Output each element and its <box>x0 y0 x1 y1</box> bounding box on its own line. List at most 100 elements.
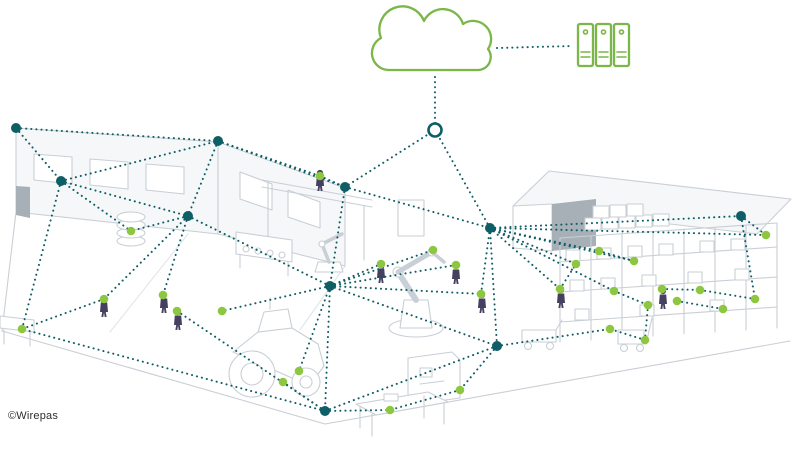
mesh-link <box>489 215 742 229</box>
sensor-node <box>455 385 465 395</box>
sensor-node <box>695 285 705 295</box>
router-node <box>736 211 746 221</box>
sensor-node <box>750 294 760 304</box>
mesh-link <box>644 304 649 341</box>
mesh-link <box>298 285 331 372</box>
mesh-link <box>329 186 346 287</box>
mesh-links <box>15 45 767 412</box>
mesh-link <box>324 345 498 412</box>
mesh-link <box>324 285 331 412</box>
mesh-link <box>496 328 611 347</box>
mesh-link <box>162 215 189 296</box>
mesh-link <box>221 285 331 312</box>
sensor-node <box>672 296 682 306</box>
mesh-link <box>344 129 436 188</box>
mesh-link <box>613 290 649 306</box>
mesh-link <box>21 180 62 330</box>
mesh-link <box>187 140 219 217</box>
mesh-link <box>329 285 482 295</box>
mesh-link <box>489 227 767 236</box>
mezzanine <box>261 179 425 261</box>
sensor-node <box>172 306 182 316</box>
mesh-link <box>103 215 189 300</box>
mesh-link <box>329 249 434 287</box>
mesh-link <box>489 227 577 265</box>
sensor-node <box>629 256 639 266</box>
sensor-node <box>17 324 27 334</box>
mesh-link <box>459 345 498 391</box>
mesh-link <box>609 328 646 341</box>
wall-left <box>15 127 219 235</box>
router-node <box>56 176 66 186</box>
mesh-link <box>496 45 572 49</box>
mesh-link <box>598 250 635 262</box>
mesh-link <box>740 215 767 236</box>
sensor-node <box>278 377 288 387</box>
mesh-link <box>480 227 491 295</box>
server-rack-icon <box>576 22 631 68</box>
sensor-node <box>594 246 604 256</box>
tractor <box>228 297 325 398</box>
mesh-link <box>176 310 326 412</box>
router-node <box>340 182 350 192</box>
floor-outline <box>1 211 791 425</box>
sensor-node <box>217 306 227 316</box>
mesh-link <box>60 140 219 182</box>
sensor-node <box>385 405 395 415</box>
mesh-link <box>329 263 382 287</box>
sensor-node <box>643 300 653 310</box>
router-node <box>320 406 330 416</box>
router-node <box>213 136 223 146</box>
mesh-link <box>324 409 391 412</box>
cloud-icon <box>370 5 493 72</box>
sensor-node <box>315 171 325 181</box>
mesh-link <box>661 288 701 291</box>
mesh-link <box>489 227 561 290</box>
mesh-link <box>319 175 346 188</box>
mesh-link <box>489 227 600 252</box>
gateway-node <box>427 122 443 138</box>
copyright-caption: ©Wirepas <box>8 410 59 422</box>
sensor-node <box>571 259 581 269</box>
forklift <box>617 317 653 353</box>
mesh-link <box>15 127 219 142</box>
router-node <box>11 123 21 133</box>
sensor-node <box>640 335 650 345</box>
sensor-node <box>555 284 565 294</box>
mesh-link <box>344 186 491 229</box>
mesh-link <box>489 227 635 262</box>
mesh-link <box>15 127 62 182</box>
sensor-node <box>609 286 619 296</box>
sensor-node <box>294 366 304 376</box>
mesh-link <box>60 180 132 232</box>
sensor-node <box>158 290 168 300</box>
mesh-link <box>130 215 189 232</box>
sensor-node <box>718 304 728 314</box>
sensor-node <box>126 226 136 236</box>
building-right <box>512 170 792 252</box>
mesh-link <box>699 289 756 300</box>
mesh-link <box>329 264 457 287</box>
mesh-link <box>21 298 105 330</box>
mesh-link <box>217 140 346 188</box>
sensor-node <box>451 260 461 270</box>
mesh-link <box>389 389 461 411</box>
mesh-link <box>329 285 498 347</box>
workbench <box>355 391 449 437</box>
sensor-node <box>605 324 615 334</box>
sensor-node <box>376 259 386 269</box>
mesh-nodes <box>11 122 771 416</box>
router-node <box>485 223 495 233</box>
conveyor-machine <box>235 231 293 277</box>
mesh-link <box>60 180 189 217</box>
mesh-link <box>489 227 498 347</box>
factory-illustration <box>0 127 792 437</box>
sensor-node <box>657 284 667 294</box>
small-robot-arm <box>314 232 344 273</box>
sensor-node <box>428 245 438 255</box>
router-node <box>325 281 335 291</box>
sensor-node <box>761 230 771 240</box>
router-node <box>183 211 193 221</box>
robot-arm <box>388 247 446 338</box>
